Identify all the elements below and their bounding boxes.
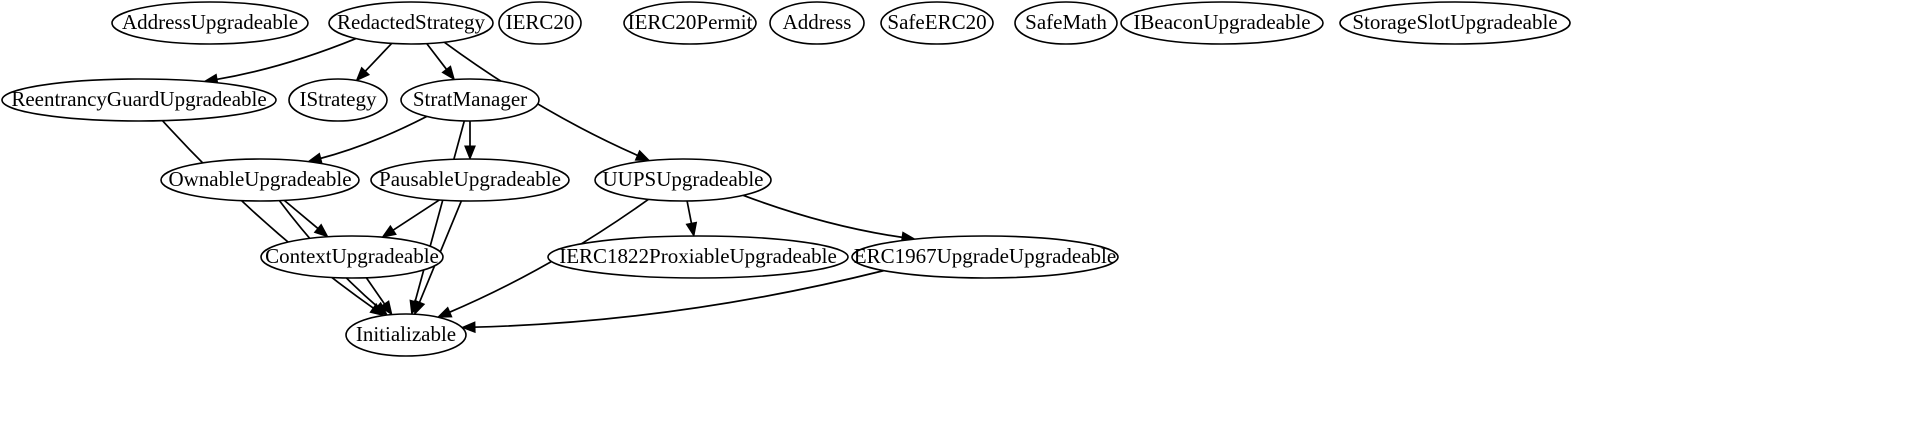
- graph-edge: [365, 277, 387, 307]
- edge-arrowhead: [313, 223, 329, 238]
- graph-edge: [472, 269, 885, 329]
- graph-edge: [447, 198, 649, 314]
- node-label: IERC20: [506, 10, 575, 34]
- node-ellipse[interactable]: [345, 313, 467, 357]
- edge-arrowhead: [381, 224, 397, 238]
- node-label: ContextUpgradeable: [265, 244, 439, 268]
- edge-arrowhead: [634, 149, 651, 162]
- node-ellipse[interactable]: [851, 235, 1119, 279]
- node-label: StorageSlotUpgradeable: [1352, 10, 1557, 34]
- node-label: OwnableUpgradeable: [168, 167, 351, 191]
- graph-edge: [426, 43, 449, 72]
- graph-node[interactable]: ERC1967UpgradeUpgradeable: [851, 235, 1119, 279]
- node-label: SafeMath: [1025, 10, 1107, 34]
- graph-node[interactable]: RedactedStrategy: [328, 1, 494, 45]
- graph-node[interactable]: StorageSlotUpgradeable: [1339, 1, 1571, 45]
- node-label: Initializable: [356, 322, 456, 346]
- node-ellipse[interactable]: [498, 1, 582, 45]
- node-layer: AddressUpgradeable RedactedStrategy IERC20…: [1, 1, 1571, 357]
- graph-node[interactable]: UUPSUpgradeable: [594, 158, 772, 202]
- graph-edge: [443, 41, 640, 157]
- node-label: PausableUpgradeable: [379, 167, 561, 191]
- edge-arrowhead: [355, 66, 371, 82]
- graph-node[interactable]: IERC20: [498, 1, 582, 45]
- graph-edge: [686, 200, 693, 226]
- graph-edge: [214, 37, 357, 81]
- node-ellipse[interactable]: [1, 78, 277, 122]
- graph-node[interactable]: AddressUpgradeable: [111, 1, 309, 45]
- graph-node[interactable]: SafeMath: [1014, 1, 1118, 45]
- edge-arrowhead: [379, 300, 393, 316]
- node-ellipse[interactable]: [288, 78, 388, 122]
- edge-arrowhead: [441, 65, 456, 81]
- node-label: Address: [783, 10, 852, 34]
- edge-arrowhead: [414, 299, 426, 316]
- graph-node[interactable]: Address: [769, 1, 865, 45]
- node-ellipse[interactable]: [623, 1, 757, 45]
- graph-node[interactable]: StratManager: [400, 78, 540, 122]
- graph-node[interactable]: SafeERC20: [880, 1, 994, 45]
- node-label: AddressUpgradeable: [122, 10, 298, 34]
- graph-node[interactable]: IERC20Permit: [623, 1, 757, 45]
- node-ellipse[interactable]: [1339, 1, 1571, 45]
- node-label: ERC1967UpgradeUpgradeable: [854, 244, 1116, 268]
- node-label: ReentrancyGuardUpgradeable: [11, 87, 266, 111]
- node-ellipse[interactable]: [260, 235, 444, 279]
- graph-node[interactable]: ContextUpgradeable: [260, 235, 444, 279]
- node-ellipse[interactable]: [547, 235, 849, 279]
- node-label: UUPSUpgradeable: [603, 167, 764, 191]
- node-ellipse[interactable]: [880, 1, 994, 45]
- graph-node[interactable]: ReentrancyGuardUpgradeable: [1, 78, 277, 122]
- graph-node[interactable]: IStrategy: [288, 78, 388, 122]
- graph-edge: [742, 194, 905, 239]
- edge-layer: [161, 37, 917, 334]
- graph-edge: [413, 120, 466, 304]
- node-ellipse[interactable]: [370, 158, 570, 202]
- graph-edge: [318, 115, 428, 160]
- node-ellipse[interactable]: [400, 78, 540, 122]
- edge-arrowhead: [464, 145, 476, 161]
- node-ellipse[interactable]: [1120, 1, 1324, 45]
- node-ellipse[interactable]: [594, 158, 772, 202]
- graph-edge: [363, 42, 393, 74]
- node-label: IStrategy: [300, 87, 377, 111]
- node-label: RedactedStrategy: [337, 10, 486, 34]
- graph-edge: [391, 199, 440, 232]
- node-label: StratManager: [413, 87, 527, 111]
- graph-edge: [161, 120, 376, 310]
- node-label: IERC1822ProxiableUpgradeable: [559, 244, 837, 268]
- node-ellipse[interactable]: [111, 1, 309, 45]
- edge-arrowhead: [685, 221, 698, 238]
- graph-node[interactable]: PausableUpgradeable: [370, 158, 570, 202]
- node-ellipse[interactable]: [769, 1, 865, 45]
- graph-node[interactable]: Initializable: [345, 313, 467, 357]
- node-label: SafeERC20: [887, 10, 986, 34]
- graph-edge: [283, 199, 320, 231]
- graph-node[interactable]: IERC1822ProxiableUpgradeable: [547, 235, 849, 279]
- graph-node[interactable]: IBeaconUpgradeable: [1120, 1, 1324, 45]
- node-label: IERC20Permit: [628, 10, 753, 34]
- graph-node[interactable]: OwnableUpgradeable: [160, 158, 360, 202]
- edge-arrowhead: [460, 321, 476, 334]
- node-ellipse[interactable]: [1014, 1, 1118, 45]
- node-label: IBeaconUpgradeable: [1133, 10, 1310, 34]
- node-ellipse[interactable]: [160, 158, 360, 202]
- edge-arrowhead: [436, 306, 453, 318]
- node-ellipse[interactable]: [328, 1, 494, 45]
